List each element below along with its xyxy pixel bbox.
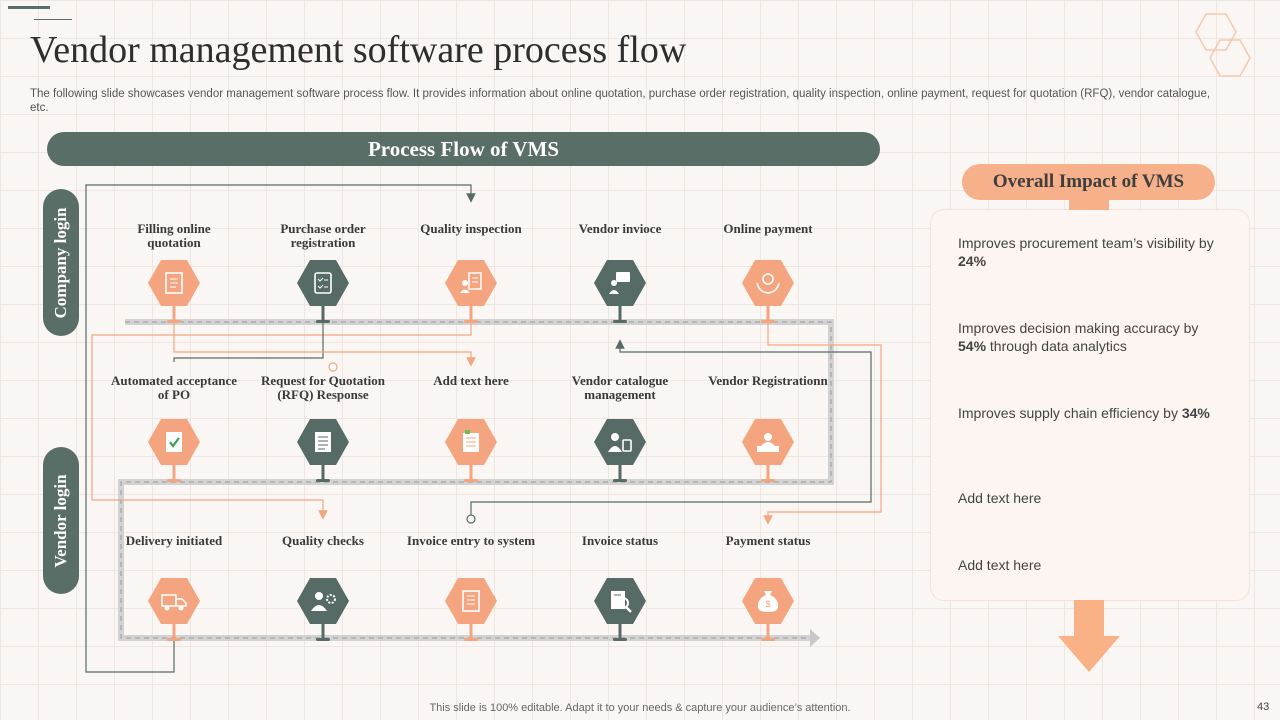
dark-loop-line <box>85 184 476 673</box>
step-label: Add text here <box>433 373 509 388</box>
person-phone-icon <box>594 419 646 465</box>
step-label: Quality inspection <box>420 221 522 236</box>
page-number: 43 <box>1257 701 1270 713</box>
page-title: Vendor management software process flow <box>30 29 687 71</box>
process-flow-banner: Process Flow of VMS <box>47 132 880 166</box>
hexagon-decoration-icon <box>1195 13 1251 77</box>
add-text-connector <box>173 322 476 367</box>
down-arrow-icon <box>1058 600 1120 672</box>
step-stem-base <box>761 320 775 323</box>
step-stem-base <box>316 320 330 323</box>
impact-item-value: 24% <box>958 253 987 269</box>
step-stem-base <box>613 479 627 482</box>
page-subtitle: The following slide showcases vendor man… <box>30 88 1211 114</box>
step-stem-base <box>613 320 627 323</box>
company-login-pill: Company login <box>43 189 79 336</box>
impact-item-text: Add text here <box>958 490 1042 506</box>
top-accent-line <box>34 19 72 20</box>
step-label: Delivery initiated <box>125 533 223 548</box>
impact-item-text: Improves procurement team’s visibility b… <box>958 235 1214 251</box>
orange-loop-right <box>763 322 882 525</box>
step-stem-base <box>167 320 181 323</box>
vendor-login-pill: Vendor login <box>43 447 79 594</box>
step-stem-base <box>761 479 775 482</box>
po-connector <box>173 322 324 362</box>
impact-item-text: Add text here <box>958 557 1042 573</box>
step-label: Vendor catalogue management <box>571 373 669 402</box>
impact-item-value: 54% <box>958 338 987 354</box>
document-icon <box>148 260 200 306</box>
step-label: Vendor invioce <box>578 221 662 236</box>
step-stem-base <box>464 479 478 482</box>
step-label: Invoice status <box>581 533 659 548</box>
money-bag-icon: $ <box>742 578 794 624</box>
step-label: Online payment <box>723 221 813 236</box>
footer-text: This slide is 100% editable. Adapt it to… <box>429 702 851 714</box>
step-label: Automated acceptance of PO <box>111 373 237 402</box>
step-stem-base <box>464 638 478 641</box>
impact-item: Add text here <box>958 556 1228 574</box>
step-label: Payment status <box>725 533 811 548</box>
svg-text:$: $ <box>765 599 770 609</box>
impact-title: Overall Impact of VMS <box>962 164 1215 200</box>
step-label: Quality checks <box>282 533 364 548</box>
impact-item-text: Improves decision making accuracy by <box>958 320 1199 336</box>
step-label: Vendor Registrationn <box>708 373 828 388</box>
dark-loop-right <box>470 339 872 516</box>
impact-item: Improves supply chain efficiency by 34% <box>958 404 1228 422</box>
hands-coin-icon <box>742 260 794 306</box>
orange-loop-left <box>91 320 472 520</box>
impact-panel <box>930 209 1250 601</box>
document-lines-icon <box>297 419 349 465</box>
step-label: Filling online quotation <box>137 221 211 250</box>
impact-item-tail: through data analytics <box>986 338 1127 354</box>
impact-item: Improves procurement team’s visibility b… <box>958 234 1228 270</box>
step-label: Purchase order registration <box>280 221 366 250</box>
presenter-board-icon <box>594 260 646 306</box>
impact-item-value: 34% <box>1181 405 1210 421</box>
step-label: Request for Quotation (RFQ) Response <box>261 373 385 402</box>
impact-item: Improves decision making accuracy by 54%… <box>958 319 1228 355</box>
magnify-document-icon <box>594 578 646 624</box>
step-stem-base <box>613 638 627 641</box>
top-accent-bar <box>8 6 50 9</box>
step-stem-base <box>316 479 330 482</box>
step-stem-base <box>464 320 478 323</box>
step-stem-base <box>761 638 775 641</box>
notes-icon <box>445 419 497 465</box>
delivery-truck-icon <box>148 578 200 624</box>
impact-item-text: Improves supply chain efficiency by <box>958 405 1182 421</box>
inspector-checklist-icon <box>445 260 497 306</box>
step-stem-base <box>167 479 181 482</box>
impact-item: Add text here <box>958 489 1228 507</box>
step-stem-base <box>316 638 330 641</box>
clipboard-checklist-icon <box>297 260 349 306</box>
person-desk-icon <box>742 419 794 465</box>
invoice-list-icon <box>445 578 497 624</box>
track-arrowhead <box>810 629 820 647</box>
checkmark-document-icon <box>148 419 200 465</box>
step-stem-base <box>167 638 181 641</box>
worker-gear-icon <box>297 578 349 624</box>
step-label: Invoice entry to system <box>406 533 536 548</box>
